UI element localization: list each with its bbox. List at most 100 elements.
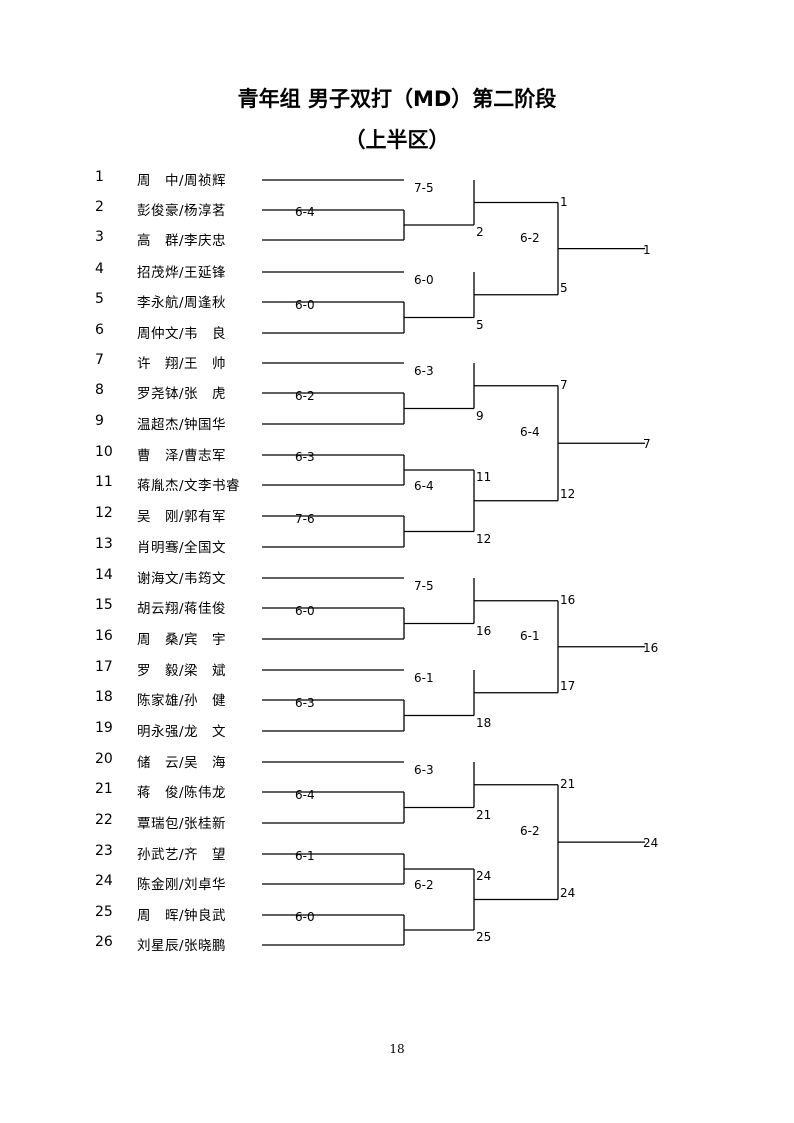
match-score: 6-4 xyxy=(520,425,540,440)
seed-number: 13 xyxy=(95,536,113,552)
match-score: 6-3 xyxy=(414,762,434,777)
pair-name: 蒋 俊/陈伟龙 xyxy=(137,785,227,801)
pair-name: 陈金刚/刘卓华 xyxy=(137,877,227,893)
pair-name: 胡云翔/蒋佳俊 xyxy=(137,601,227,617)
match-score: 6-3 xyxy=(414,363,434,378)
pair-name: 肖明骞/全国文 xyxy=(137,540,227,556)
seed-number: 16 xyxy=(95,628,113,644)
pair-name: 曹 泽/曹志军 xyxy=(137,448,227,464)
seed-number: 9 xyxy=(95,413,104,429)
match-score: 6-0 xyxy=(295,910,315,924)
match-score: 6-2 xyxy=(520,230,540,245)
pair-name: 彭俊豪/杨淳茗 xyxy=(137,203,227,219)
winner-number: 21 xyxy=(560,776,576,791)
winner-number: 21 xyxy=(476,807,492,822)
pair-name: 周 桑/宾 宇 xyxy=(137,632,227,648)
pair-name: 储 云/吴 海 xyxy=(137,755,227,771)
pair-name: 招茂烨/王延锋 xyxy=(137,265,227,281)
seed-number: 19 xyxy=(95,720,113,736)
match-score: 6-0 xyxy=(414,272,434,287)
seed-number: 1 xyxy=(95,169,104,185)
winner-number: 5 xyxy=(560,280,568,295)
seed-number: 14 xyxy=(95,567,113,583)
page-subtitle: （上半区） xyxy=(344,128,450,152)
winner-number: 24 xyxy=(476,869,492,883)
seed-number: 18 xyxy=(95,689,113,705)
match-score: 6-0 xyxy=(295,603,315,618)
match-score: 6-4 xyxy=(295,787,315,802)
match-score: 6-2 xyxy=(520,824,540,839)
seed-number: 10 xyxy=(95,444,113,460)
pair-name: 周 晖/钟良武 xyxy=(137,908,227,924)
match-score: 6-1 xyxy=(520,628,540,643)
winner-number: 7 xyxy=(560,377,568,392)
winner-number: 16 xyxy=(560,592,576,607)
seed-number: 4 xyxy=(95,261,104,277)
winner-number: 7 xyxy=(643,437,651,452)
winner-number: 25 xyxy=(476,930,492,944)
match-score: 6-3 xyxy=(295,695,315,710)
winner-number: 16 xyxy=(476,623,492,638)
seed-number: 11 xyxy=(95,474,113,490)
pair-name: 周仲文/韦 良 xyxy=(137,326,227,342)
match-score: 6-1 xyxy=(295,849,315,863)
seed-number: 6 xyxy=(95,322,104,338)
winner-number: 9 xyxy=(476,408,484,423)
pair-name: 高 群/李庆忠 xyxy=(137,233,227,249)
pair-name: 温超杰/钟国华 xyxy=(137,417,227,433)
seed-number: 17 xyxy=(95,659,113,675)
match-score: 6-2 xyxy=(414,877,434,892)
match-score: 7-5 xyxy=(414,578,434,593)
page-title: 青年组 男子双打（MD）第二阶段 xyxy=(237,87,557,111)
match-score: 6-3 xyxy=(295,450,315,464)
seed-number: 3 xyxy=(95,229,104,245)
seed-number: 5 xyxy=(95,291,104,307)
seed-number: 7 xyxy=(95,352,104,368)
match-score: 7-5 xyxy=(414,180,434,195)
match-score: 6-4 xyxy=(414,478,434,493)
seed-number: 26 xyxy=(95,934,113,950)
winner-number: 12 xyxy=(476,531,492,546)
match-score: 6-2 xyxy=(295,388,315,403)
pair-name: 刘星辰/张晓鹏 xyxy=(137,938,227,954)
seed-number: 21 xyxy=(95,781,113,797)
pair-name: 吴 刚/郭有军 xyxy=(137,509,227,525)
winner-number: 1 xyxy=(643,242,651,257)
pair-name: 覃瑞包/张桂新 xyxy=(137,816,227,832)
winner-number: 24 xyxy=(643,836,659,851)
pair-name: 明永强/龙 文 xyxy=(137,724,227,740)
pair-name: 蒋胤杰/文李书睿 xyxy=(137,478,241,494)
seed-number: 2 xyxy=(95,199,104,215)
seed-number: 24 xyxy=(95,873,113,889)
pair-name: 罗尧钵/张 虎 xyxy=(137,386,227,402)
winner-number: 12 xyxy=(560,486,576,501)
seed-number: 25 xyxy=(95,904,113,920)
winner-number: 17 xyxy=(560,678,576,693)
seed-number: 23 xyxy=(95,843,113,859)
winner-number: 2 xyxy=(476,225,484,239)
match-score: 6-0 xyxy=(295,297,315,312)
winner-number: 18 xyxy=(476,715,492,730)
page-number: 18 xyxy=(389,1042,405,1056)
seed-number: 8 xyxy=(95,382,104,398)
seed-number: 15 xyxy=(95,597,113,613)
pair-name: 周 中/周祯辉 xyxy=(137,173,227,189)
pair-name: 孙武艺/齐 望 xyxy=(137,847,227,863)
winner-number: 24 xyxy=(560,885,576,900)
pair-name: 李永航/周逢秋 xyxy=(137,295,227,311)
pair-name: 许 翔/王 帅 xyxy=(137,356,227,372)
match-score: 6-4 xyxy=(295,205,315,219)
match-score: 7-6 xyxy=(295,511,315,526)
pair-name: 陈家雄/孙 健 xyxy=(137,693,227,709)
match-score: 6-1 xyxy=(414,670,434,685)
seed-number: 20 xyxy=(95,751,113,767)
winner-number: 11 xyxy=(476,470,492,484)
pair-name: 罗 毅/梁 斌 xyxy=(137,663,227,679)
pair-name: 谢海文/韦筠文 xyxy=(137,571,227,587)
seed-number: 12 xyxy=(95,505,113,521)
winner-number: 5 xyxy=(476,317,484,332)
seed-number: 22 xyxy=(95,812,113,828)
winner-number: 1 xyxy=(560,194,568,209)
winner-number: 16 xyxy=(643,640,659,655)
